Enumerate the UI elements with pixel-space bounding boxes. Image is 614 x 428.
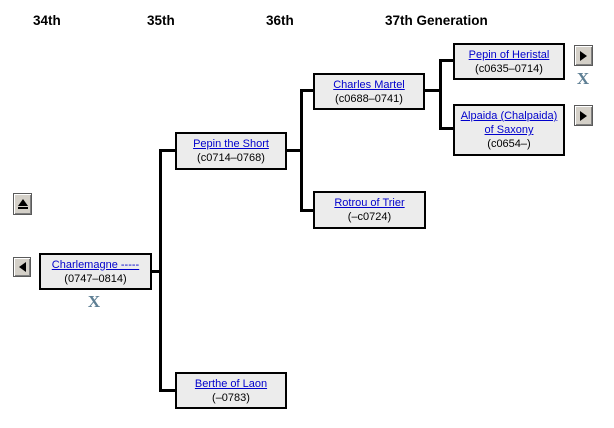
arrow-right-icon xyxy=(580,50,587,61)
person-link-charlemagne[interactable]: Charlemagne ----- xyxy=(51,258,140,271)
connector-stub-pepin-short xyxy=(162,149,175,152)
person-box-pepin-of-heristal: Pepin of Heristal (c0635–0714) xyxy=(453,43,565,80)
person-dates-pepin-of-heristal: (c0635–0714) xyxy=(475,62,543,75)
person-dates-charles-martel: (c0688–0741) xyxy=(335,92,403,105)
connector-vertical-gen35 xyxy=(159,149,162,392)
arrow-right-icon xyxy=(580,110,587,121)
person-box-pepin-the-short: Pepin the Short (c0714–0768) xyxy=(175,132,287,170)
expand-alpaida-button[interactable] xyxy=(574,105,593,126)
generation-header-35th: 35th xyxy=(147,13,175,28)
person-link-pepin-the-short[interactable]: Pepin the Short xyxy=(193,138,269,150)
person-dates-berthe-of-laon: (–0783) xyxy=(212,391,250,404)
connector-vertical-gen36 xyxy=(300,89,303,212)
person-link-berthe-of-laon[interactable]: Berthe of Laon xyxy=(194,377,268,390)
connector-stub-pepin-short-child xyxy=(287,149,300,152)
person-link-rotrou-of-trier[interactable]: Rotrou of Trier xyxy=(334,197,405,209)
eject-bar-icon xyxy=(17,207,28,209)
connector-stub-charles-martel-child xyxy=(425,89,439,92)
person-link-alpaida[interactable]: Alpaida (Chalpaida) of Saxony xyxy=(460,110,558,136)
person-box-charles-martel: Charles Martel (c0688–0741) xyxy=(313,73,425,110)
person-dates-charlemagne: (0747–0814) xyxy=(64,272,127,285)
connector-stub-alpaida xyxy=(442,127,453,130)
person-box-alpaida: Alpaida (Chalpaida) of Saxony (c0654–) xyxy=(453,104,565,156)
person-dates-pepin-the-short: (c0714–0768) xyxy=(197,152,265,164)
connector-vertical-gen37 xyxy=(439,59,442,130)
scroll-up-button[interactable] xyxy=(13,193,32,215)
person-link-pepin-of-heristal[interactable]: Pepin of Heristal xyxy=(468,48,550,61)
connector-stub-berthe xyxy=(162,389,175,392)
connector-stub-pepin-heristal xyxy=(442,59,453,62)
connector-stub-charles-martel xyxy=(303,89,313,92)
generation-header-37th: 37th Generation xyxy=(385,13,488,28)
person-box-charlemagne: Charlemagne ----- (0747–0814) xyxy=(39,253,152,290)
arrow-left-icon xyxy=(18,262,26,272)
person-link-charles-martel[interactable]: Charles Martel xyxy=(333,78,405,91)
person-dates-rotrou-of-trier: (–c0724) xyxy=(347,211,392,223)
expand-pepin-heristal-button[interactable] xyxy=(574,45,593,66)
connector-stub-charlemagne xyxy=(152,270,159,273)
scroll-left-button[interactable] xyxy=(13,257,31,277)
connector-stub-rotrou xyxy=(303,209,313,212)
eject-up-icon xyxy=(17,199,28,206)
generation-header-36th: 36th xyxy=(266,13,294,28)
person-box-rotrou-of-trier: Rotrou of Trier (–c0724) xyxy=(313,191,426,229)
person-dates-alpaida: (c0654–) xyxy=(487,138,531,150)
end-of-line-x-marker-pepin-heristal: X xyxy=(576,69,590,88)
generation-header-34th: 34th xyxy=(33,13,61,28)
end-of-line-x-marker-charlemagne: X xyxy=(87,292,101,311)
person-box-berthe-of-laon: Berthe of Laon (–0783) xyxy=(175,372,287,409)
